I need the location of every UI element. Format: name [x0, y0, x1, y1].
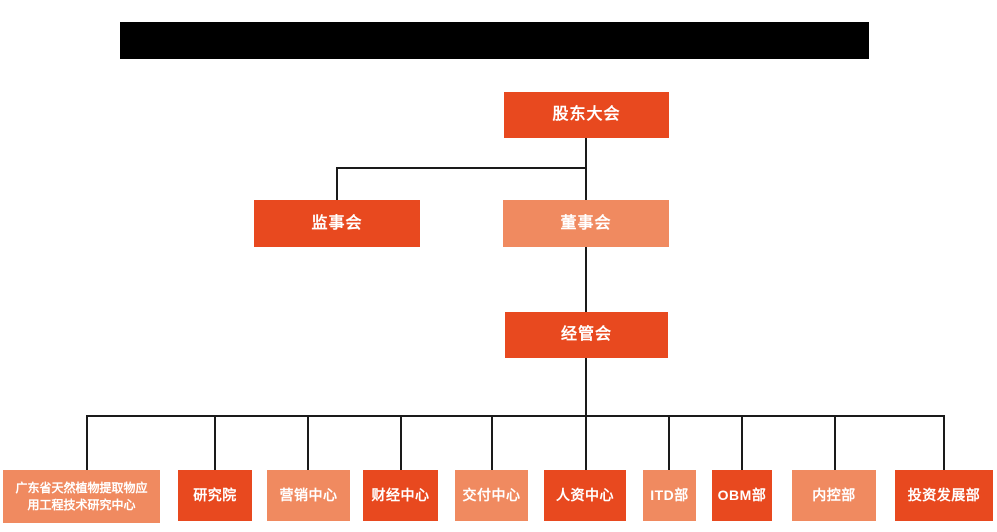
- connector-line: [307, 415, 309, 470]
- org-node-delivery-center: 交付中心: [455, 470, 528, 521]
- connector-line: [336, 167, 338, 200]
- connector-line: [585, 247, 587, 312]
- connector-line: [741, 415, 743, 470]
- connector-line: [585, 358, 587, 416]
- org-node-hr-center: 人资中心: [544, 470, 626, 521]
- connector-line: [400, 415, 402, 470]
- connector-line: [86, 415, 945, 417]
- org-node-board-of-directors: 董事会: [503, 200, 669, 247]
- org-node-itd-dept: ITD部: [643, 470, 696, 521]
- connector-line: [86, 415, 88, 470]
- connector-line: [668, 415, 670, 470]
- connector-line: [585, 415, 587, 470]
- org-node-finance-center: 财经中心: [363, 470, 438, 521]
- connector-line: [336, 167, 587, 169]
- connector-line: [834, 415, 836, 470]
- org-node-marketing-center: 营销中心: [267, 470, 350, 521]
- org-node-management-committee: 经管会: [505, 312, 668, 358]
- org-node-research-institute: 研究院: [178, 470, 252, 521]
- connector-line: [491, 415, 493, 470]
- org-node-obm-dept: OBM部: [712, 470, 772, 521]
- org-node-investment-dev-dept: 投资发展部: [895, 470, 993, 521]
- org-node-shareholders-meeting: 股东大会: [504, 92, 669, 138]
- org-node-gd-research-center: 广东省天然植物提取物应用工程技术研究中心: [3, 470, 160, 523]
- org-node-supervisory-board: 监事会: [254, 200, 420, 247]
- connector-line: [214, 415, 216, 470]
- title-bar: [120, 22, 869, 59]
- connector-line: [943, 415, 945, 470]
- org-node-internal-control-dept: 内控部: [792, 470, 876, 521]
- connector-line: [585, 138, 587, 200]
